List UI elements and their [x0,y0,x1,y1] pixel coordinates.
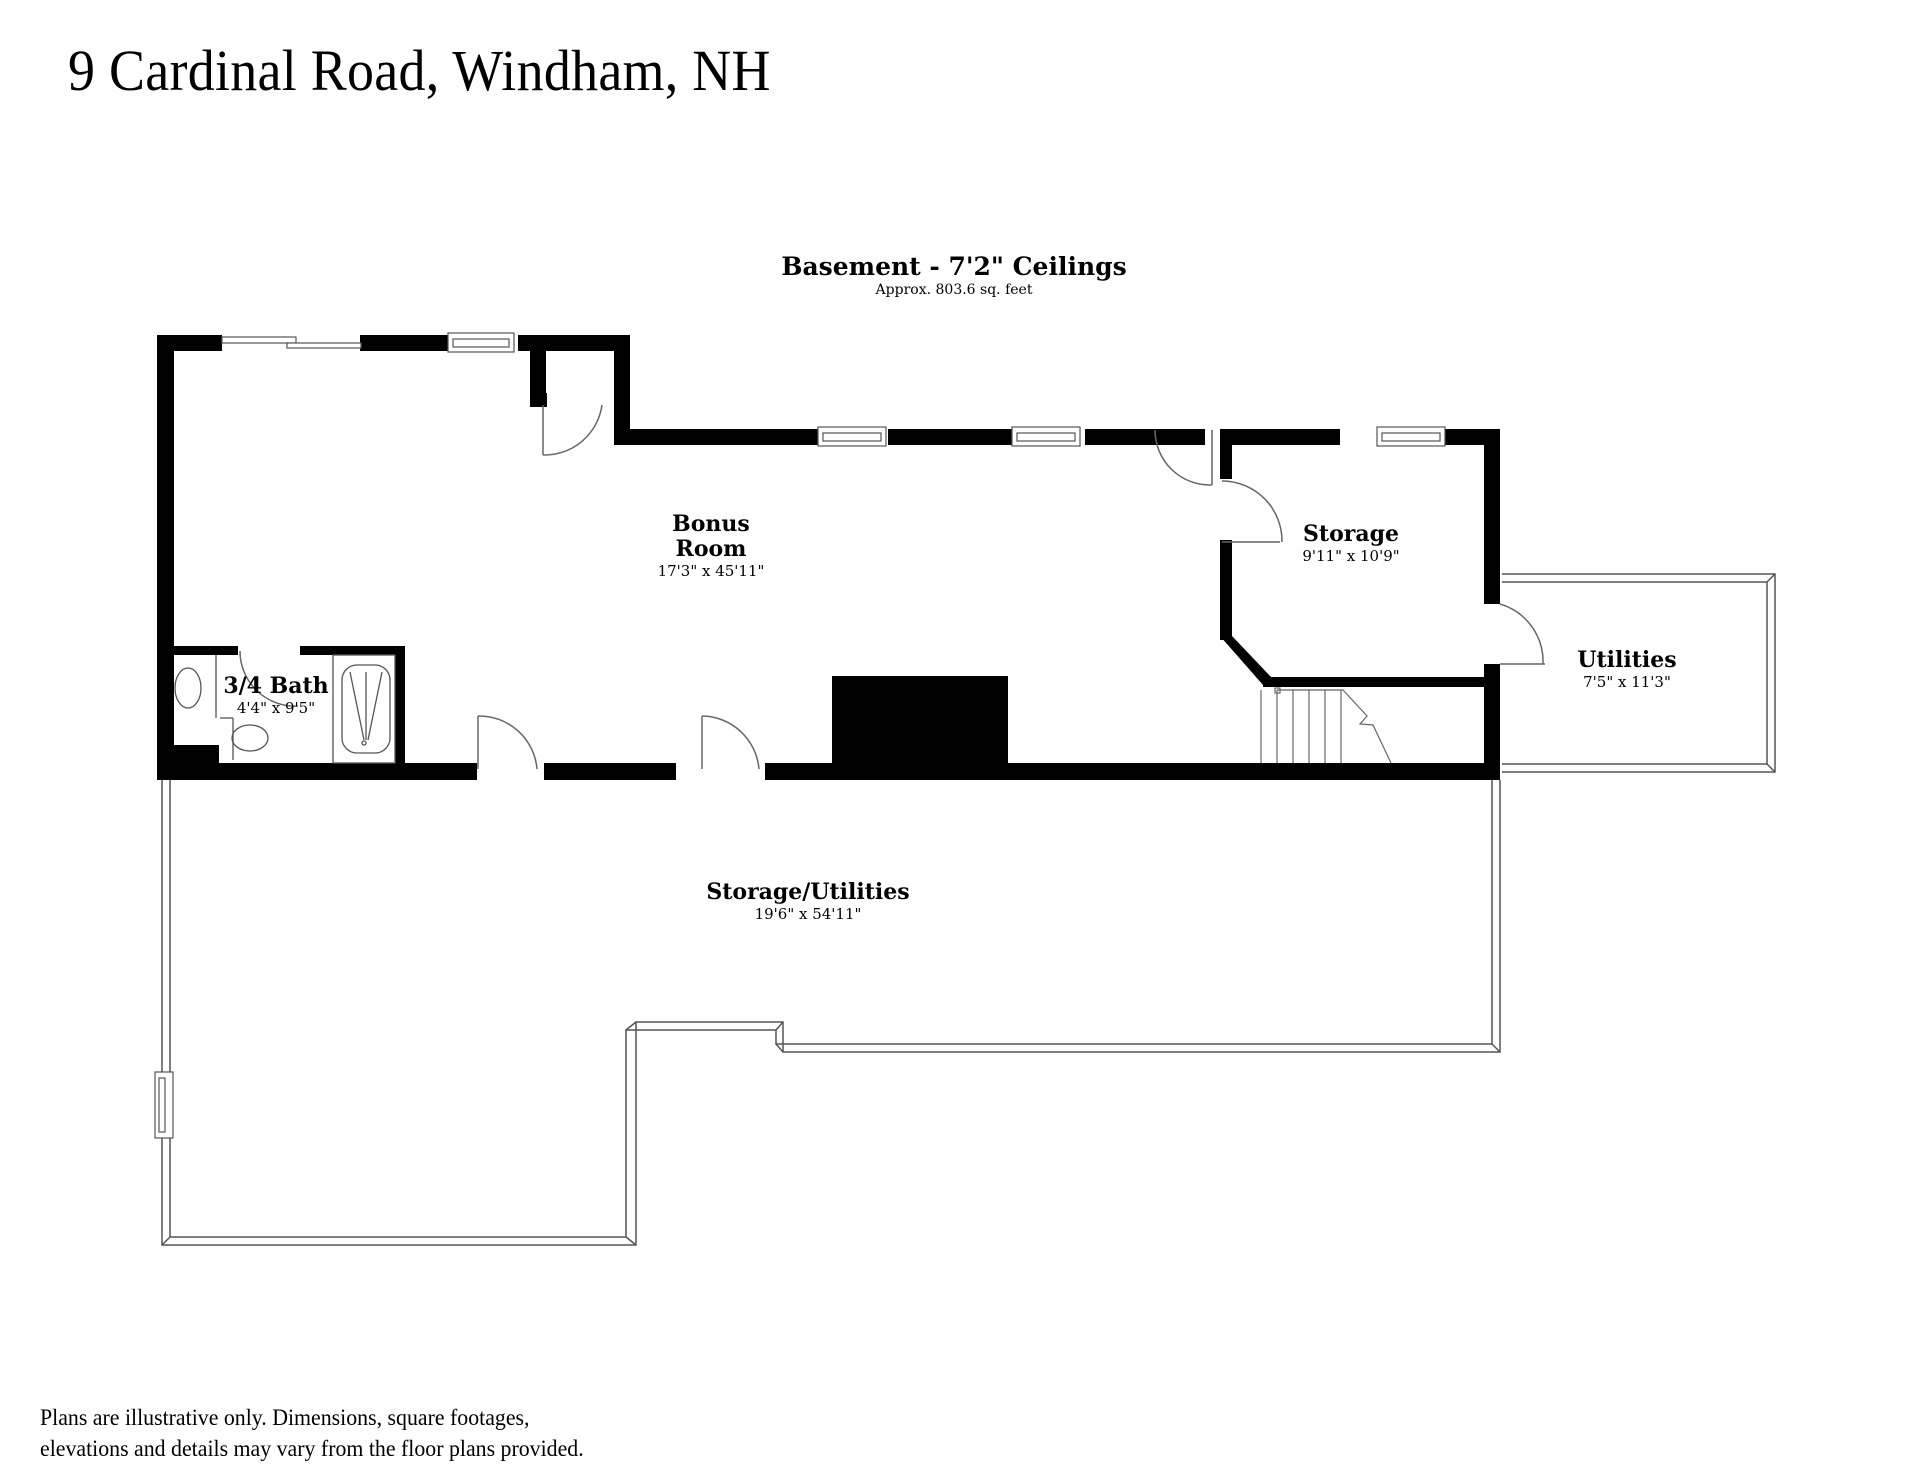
floor-area: Approx. 803.6 sq. feet [875,282,1033,298]
bath-fixtures [174,654,396,764]
disclaimer-line: elevations and details may vary from the… [40,1436,584,1461]
disclaimer: Plans are illustrative only. Dimensions,… [40,1402,584,1464]
room-dimensions: 7'5" x 11'3" [1583,673,1671,691]
room-label-storage-utilities: Storage/Utilities 19'6" x 54'11" [706,879,910,924]
floor-heading: Basement - 7'2" Ceilings Approx. 803.6 s… [0,252,1920,298]
room-label-bath: 3/4 Bath 4'4" x 9'5" [223,673,329,718]
room-dimensions: 9'11" x 10'9" [1302,547,1400,565]
room-label-bonus-room: Bonus Room 17'3" x 45'11" [657,511,765,581]
sink-icon [174,667,202,709]
floor-name: Basement - 7'2" Ceilings [781,252,1127,281]
walls [157,335,1500,780]
room-label-utilities: Utilities 7'5" x 11'3" [1577,647,1677,692]
utilities-outline [1502,573,1776,773]
sliding-door-icon [221,336,362,349]
stairs-icon [1260,687,1392,764]
room-name: Bonus [672,511,750,537]
room-name: Storage/Utilities [706,879,910,905]
property-address-title: 9 Cardinal Road, Windham, NH [68,38,771,103]
room-dimensions: 17'3" x 45'11" [657,562,765,580]
room-label-storage: Storage 9'11" x 10'9" [1302,521,1400,566]
room-name: Room [675,536,747,562]
door-swing-icons [239,404,1545,770]
storage-utilities-outline [161,780,1501,1246]
room-dimensions: 19'6" x 54'11" [754,905,862,923]
window-icon [154,1071,174,1139]
shower-icon [341,664,391,754]
window-icon [447,332,1446,447]
room-dimensions: 4'4" x 9'5" [236,699,316,717]
room-name: 3/4 Bath [223,673,329,699]
room-name: Utilities [1577,647,1677,673]
room-name: Storage [1303,521,1399,547]
toilet-icon [231,724,269,752]
disclaimer-line: Plans are illustrative only. Dimensions,… [40,1405,530,1430]
